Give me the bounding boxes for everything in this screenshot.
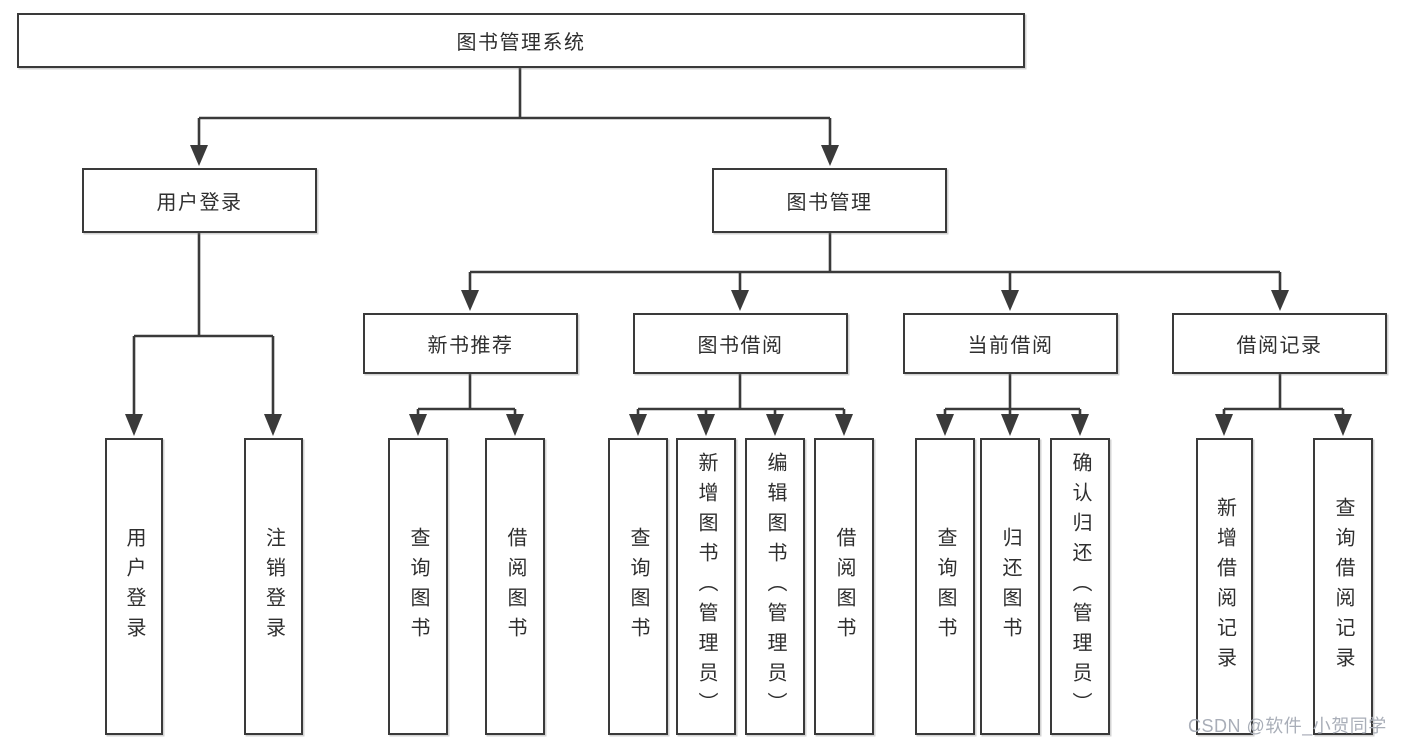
- edge-book-borrow-children: [636, 374, 846, 418]
- arrow-down-icon: [1001, 414, 1019, 436]
- node-label: 新书推荐: [427, 335, 514, 357]
- arrow-down-icon: [1271, 290, 1289, 311]
- arrow-down-icon: [1001, 290, 1019, 311]
- arrow-down-icon: [264, 414, 282, 436]
- node-book-management: 图书管理: [712, 168, 947, 233]
- leaf-confirm-return-admin: 确认归还（管理员）: [1050, 438, 1110, 735]
- node-label: 查询图书: [407, 526, 429, 647]
- leaf-query-borrow-record: 查询借阅记录: [1313, 438, 1373, 735]
- arrow-down-icon: [821, 145, 839, 166]
- node-label: 新增图书（管理员）: [695, 451, 717, 722]
- arrow-down-icon: [629, 414, 647, 436]
- arrow-down-icon: [835, 414, 853, 436]
- node-borrow-records: 借阅记录: [1172, 313, 1387, 374]
- arrowheads: [125, 145, 1352, 436]
- node-label: 注销登录: [262, 526, 285, 647]
- arrow-down-icon: [409, 414, 427, 436]
- node-book-borrow: 图书借阅: [633, 313, 848, 374]
- arrow-down-icon: [506, 414, 524, 436]
- watermark: CSDN @软件_小贺同学: [1188, 716, 1387, 736]
- node-user-login: 用户登录: [82, 168, 317, 233]
- arrow-down-icon: [1334, 414, 1352, 436]
- leaf-add-book-admin: 新增图书（管理员）: [676, 438, 736, 735]
- node-label: 图书管理系统: [456, 32, 586, 54]
- edge-root-to-level2: [197, 68, 832, 150]
- leaf-current-query-book: 查询图书: [915, 438, 975, 735]
- leaf-edit-book-admin: 编辑图书（管理员）: [745, 438, 805, 735]
- node-label: 确认归还（管理员）: [1069, 451, 1091, 722]
- leaf-return-book: 归还图书: [980, 438, 1040, 735]
- leaf-user-login: 用户登录: [105, 438, 163, 735]
- leaf-add-borrow-record: 新增借阅记录: [1196, 438, 1253, 735]
- node-label: 查询借阅记录: [1332, 496, 1354, 677]
- arrow-down-icon: [190, 145, 208, 166]
- node-new-book-recommend: 新书推荐: [363, 313, 578, 374]
- edge-current-borrow-children: [943, 374, 1082, 418]
- edge-book-management-children: [468, 233, 1282, 293]
- node-label: 用户登录: [123, 526, 145, 647]
- arrow-down-icon: [1071, 414, 1089, 436]
- node-label: 查询图书: [627, 526, 649, 647]
- node-label: 用户登录: [156, 192, 243, 214]
- node-label: 编辑图书（管理员）: [764, 451, 786, 722]
- arrow-down-icon: [1215, 414, 1233, 436]
- node-label: 图书借阅: [697, 335, 784, 357]
- leaf-recommend-query-book: 查询图书: [388, 438, 448, 735]
- arrow-down-icon: [731, 290, 749, 311]
- arrow-down-icon: [936, 414, 954, 436]
- leaf-recommend-borrow-book: 借阅图书: [485, 438, 545, 735]
- node-label: 图书管理: [786, 192, 873, 214]
- node-label: 借阅记录: [1236, 335, 1323, 357]
- arrow-down-icon: [125, 414, 143, 436]
- leaf-logout: 注销登录: [244, 438, 303, 735]
- node-label: 当前借阅: [967, 335, 1054, 357]
- node-label: 新增借阅记录: [1213, 496, 1236, 677]
- leaf-borrow-book: 借阅图书: [814, 438, 874, 735]
- node-current-borrow: 当前借阅: [903, 313, 1118, 374]
- edge-user-login-children: [132, 233, 275, 418]
- edge-new-book-recommend-children: [416, 374, 517, 418]
- node-label: 查询图书: [934, 526, 956, 647]
- arrow-down-icon: [766, 414, 784, 436]
- arrow-down-icon: [461, 290, 479, 311]
- node-library-management-system: 图书管理系统: [17, 13, 1025, 68]
- node-label: 借阅图书: [504, 526, 526, 647]
- node-label: 借阅图书: [833, 526, 855, 647]
- leaf-borrow-query-book: 查询图书: [608, 438, 668, 735]
- node-label: 归还图书: [999, 526, 1021, 647]
- edge-borrow-records-children: [1222, 374, 1345, 418]
- arrow-down-icon: [697, 414, 715, 436]
